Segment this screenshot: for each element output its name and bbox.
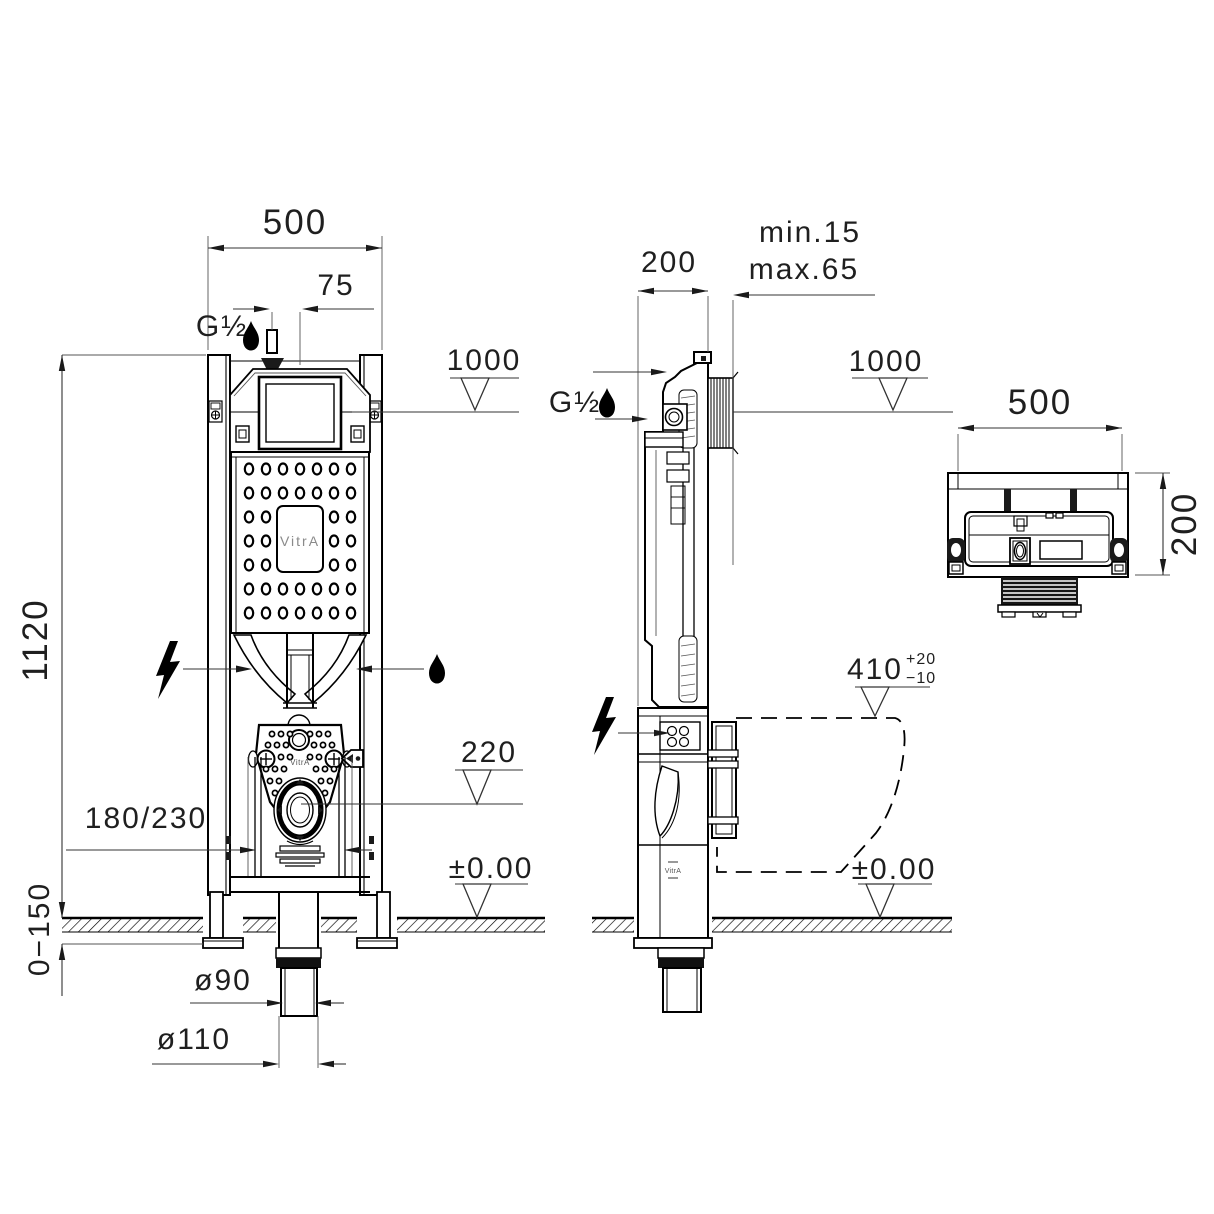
wc-bracket xyxy=(707,721,739,839)
side-lower-frame: VitrA xyxy=(633,707,713,949)
lightning-icon xyxy=(592,697,616,755)
dim-front-width: 500 xyxy=(207,203,383,350)
dim-side-depth: 200 xyxy=(637,246,709,706)
front-inlet-callout: G½ xyxy=(196,310,259,351)
side-electricity-callout xyxy=(592,697,670,755)
front-dimensions: 500 75 G½ 1000 1120 0−150 220 xyxy=(16,203,534,1068)
wc-bowl-outline xyxy=(716,717,906,873)
side-cistern-profile xyxy=(644,362,709,708)
side-panel-level-label: 1000 xyxy=(849,345,924,378)
front-inlet-thread-label: G½ xyxy=(196,310,248,343)
dim-front-inlet-offset: 75 xyxy=(233,269,374,365)
dim-top-width-label: 500 xyxy=(1008,383,1072,422)
level-marker-front-1000: 1000 xyxy=(352,344,522,413)
side-brand-logo: VitrA xyxy=(665,868,682,875)
wall-max-label: max.65 xyxy=(749,253,859,286)
plate-brand-logo: VitrA xyxy=(290,758,310,767)
water-drop-icon xyxy=(599,388,615,418)
front-drain-level-label: 220 xyxy=(461,736,517,769)
rail-screw-left-icon xyxy=(208,400,223,423)
side-floor-level-label: ±0.00 xyxy=(852,853,937,886)
top-view: 500 200 xyxy=(947,383,1204,618)
level-marker-side-1000: 1000 xyxy=(733,345,953,413)
dim-front-width-label: 500 xyxy=(263,203,327,242)
side-inlet-thread-label: G½ xyxy=(549,386,601,419)
fixing-tag-icon xyxy=(340,749,364,768)
dim-top-depth-label: 200 xyxy=(1165,492,1204,556)
level-marker-front-zero: ±0.00 xyxy=(449,852,534,919)
drain-pipe xyxy=(275,892,322,1017)
water-drop-icon xyxy=(429,654,445,684)
flush-funnel xyxy=(232,633,368,709)
mounting-plate: VitrA xyxy=(247,714,364,843)
dim-front-height-label: 1120 xyxy=(16,598,55,681)
dim-top-width: 500 xyxy=(957,383,1123,471)
bowl-level-label: 410 xyxy=(847,653,903,686)
cistern-tank: VitrA xyxy=(230,451,370,634)
dim-front-adjust-label: 0−150 xyxy=(23,882,56,976)
dim-front-height: 1120 xyxy=(16,354,206,918)
dim-wall-thickness: min.15 max.65 xyxy=(732,216,875,565)
level-marker-side-zero: ±0.00 xyxy=(852,853,937,919)
adjustable-feet xyxy=(202,891,398,949)
side-dimensions: 200 min.15 max.65 G½ 1000 410 +20 −10 ±0… xyxy=(549,216,953,919)
side-view: VitrA xyxy=(592,351,906,1013)
bowl-tol-minus-label: −10 xyxy=(906,670,936,687)
dim-front-fixing-span: 180/230 xyxy=(66,802,372,854)
electricity-callout xyxy=(156,641,252,699)
access-sleeve xyxy=(707,371,739,455)
top-cistern xyxy=(947,511,1128,575)
pipe-diameter-label: ø110 xyxy=(157,1023,231,1056)
dim-front-inlet-offset-label: 75 xyxy=(317,269,354,302)
water-callout xyxy=(356,654,445,684)
wall-min-label: min.15 xyxy=(759,216,861,249)
dim-outlet-diameter: ø90 xyxy=(190,964,344,1007)
front-fixing-span-label: 180/230 xyxy=(85,802,207,835)
bowl-tol-plus-label: +20 xyxy=(906,651,936,668)
drain-socket xyxy=(273,777,327,843)
level-marker-bowl-410: 410 +20 −10 xyxy=(847,651,936,718)
dim-top-depth: 200 xyxy=(1135,472,1204,576)
lower-guides xyxy=(230,757,370,893)
side-drain-pipe xyxy=(657,947,705,1013)
dim-front-adjust-range: 0−150 xyxy=(23,882,203,996)
dim-pipe-diameter: ø110 xyxy=(152,1016,346,1068)
outlet-diameter-label: ø90 xyxy=(194,964,252,997)
front-view: VitrA xyxy=(156,329,445,1017)
front-floor-level-label: ±0.00 xyxy=(449,852,534,885)
dim-side-depth-label: 200 xyxy=(641,246,697,279)
flush-panel-window xyxy=(257,375,343,451)
top-access-sleeve xyxy=(997,577,1082,618)
level-marker-front-220: 220 xyxy=(301,736,523,806)
side-inlet-callout: G½ xyxy=(549,368,667,423)
front-panel-level-label: 1000 xyxy=(447,344,522,377)
lightning-icon xyxy=(156,641,180,699)
floor-hatch xyxy=(62,916,952,933)
cistern-brand-logo: VitrA xyxy=(280,533,320,549)
